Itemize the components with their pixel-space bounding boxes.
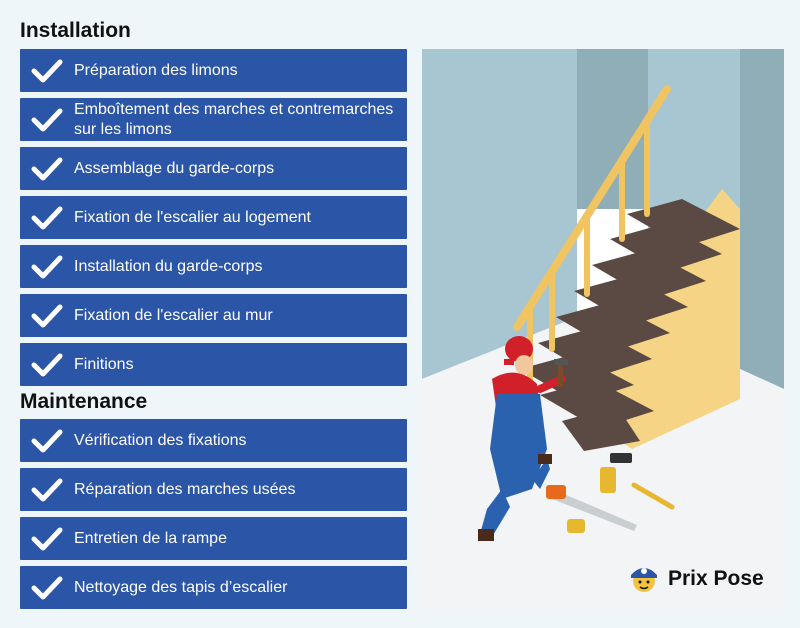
checkmark-icon	[31, 478, 63, 501]
installation-item-label: Fixation de l'escalier au mur	[74, 306, 273, 324]
installation-item: Fixation de l'escalier au mur	[20, 294, 407, 337]
checkmark-icon	[31, 255, 63, 278]
checkmark-icon	[31, 108, 63, 131]
maintenance-item: Réparation des marches usées	[20, 468, 407, 511]
installation-item: Fixation de l'escalier au logement	[20, 196, 407, 239]
installation-item: Assemblage du garde-corps	[20, 147, 407, 190]
maintenance-item-label: Nettoyage des tapis d’escalier	[74, 578, 288, 596]
doorway	[577, 49, 648, 209]
checkmark-icon	[31, 206, 63, 229]
maintenance-title: Maintenance	[20, 390, 148, 413]
checkmark-icon	[31, 304, 63, 327]
brand-logo: Prix Pose	[628, 563, 764, 595]
checkmark-icon	[31, 353, 63, 376]
staircase-scene	[422, 49, 784, 609]
checkmark-icon	[31, 527, 63, 550]
right-wall	[740, 49, 784, 389]
mascot-icon	[631, 568, 657, 592]
maintenance-item-label: Réparation des marches usées	[74, 480, 296, 498]
saw-icon	[547, 489, 637, 531]
stair-treads	[520, 199, 740, 451]
brand-name: Prix Pose	[668, 567, 764, 590]
drill-icon	[600, 467, 616, 493]
maintenance-item: Vérification des fixations	[20, 419, 407, 462]
screwdriver-icon	[631, 482, 675, 510]
installation-item-label: Préparation des limons	[74, 61, 238, 79]
installation-item-label: Finitions	[74, 355, 134, 373]
checkmark-icon	[31, 429, 63, 452]
checkmark-icon	[31, 157, 63, 180]
installation-item: Emboîtement des marches et contremarches…	[20, 98, 407, 141]
installation-item-label: Fixation de l'escalier au logement	[74, 208, 311, 226]
maintenance-item-label: Vérification des fixations	[74, 431, 247, 449]
installation-list: Préparation des limons Emboîtement des m…	[20, 49, 407, 392]
installation-item: Finitions	[20, 343, 407, 386]
installation-item-label: Assemblage du garde-corps	[74, 159, 275, 177]
installation-item-label: Emboîtement des marches et contremarches…	[74, 100, 394, 138]
installation-title: Installation	[20, 19, 131, 42]
staircase-illustration	[422, 49, 784, 609]
maintenance-item-label: Entretien de la rampe	[74, 529, 227, 547]
maintenance-item: Nettoyage des tapis d’escalier	[20, 566, 407, 609]
worker-figure	[478, 336, 568, 541]
installation-item-label: Installation du garde-corps	[74, 257, 263, 275]
tools	[546, 453, 675, 533]
installation-item: Installation du garde-corps	[20, 245, 407, 288]
maintenance-item: Entretien de la rampe	[20, 517, 407, 560]
tape-measure-icon	[567, 519, 585, 533]
checkmark-icon	[31, 576, 63, 599]
maintenance-list: Vérification des fixations Réparation de…	[20, 419, 407, 615]
checkmark-icon	[31, 59, 63, 82]
installation-item: Préparation des limons	[20, 49, 407, 92]
